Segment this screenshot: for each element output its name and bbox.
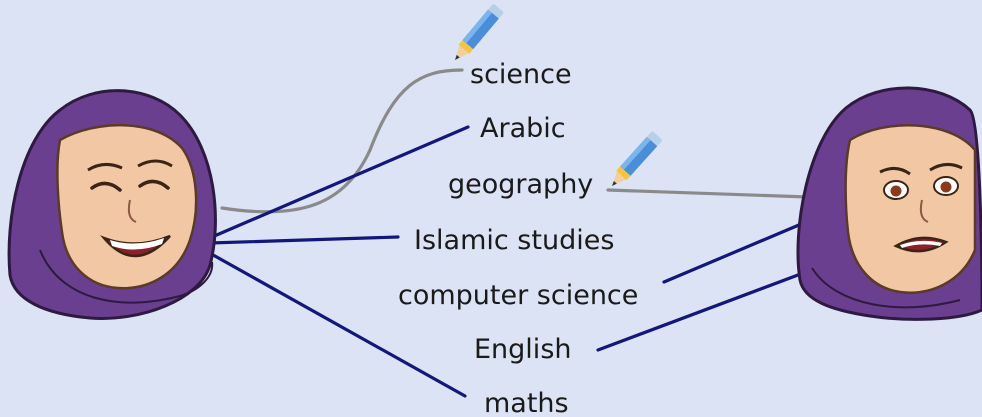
pencil-icon: [450, 3, 504, 64]
subject-computer-science: computer science: [398, 280, 638, 311]
connector-left-to-science: [222, 70, 462, 212]
connector-computer-science-to-right: [664, 222, 806, 282]
subject-geography: geography: [448, 169, 593, 200]
subject-labels: science Arabic geography Islamic studies…: [398, 59, 638, 417]
subject-science: science: [470, 59, 572, 90]
pencil-icon: [607, 131, 663, 191]
subject-arabic: Arabic: [480, 113, 566, 144]
right-figure-displeased: [798, 88, 982, 319]
connector-left-to-arabic: [212, 127, 468, 237]
left-figure-laughing: [9, 91, 215, 319]
subject-english: English: [474, 334, 572, 365]
subject-maths: maths: [484, 388, 569, 417]
connector-left-to-islamic-studies: [210, 237, 398, 243]
connector-geography-to-right: [608, 190, 808, 197]
subject-islamic-studies: Islamic studies: [414, 225, 614, 256]
connector-left-to-maths: [206, 251, 465, 396]
